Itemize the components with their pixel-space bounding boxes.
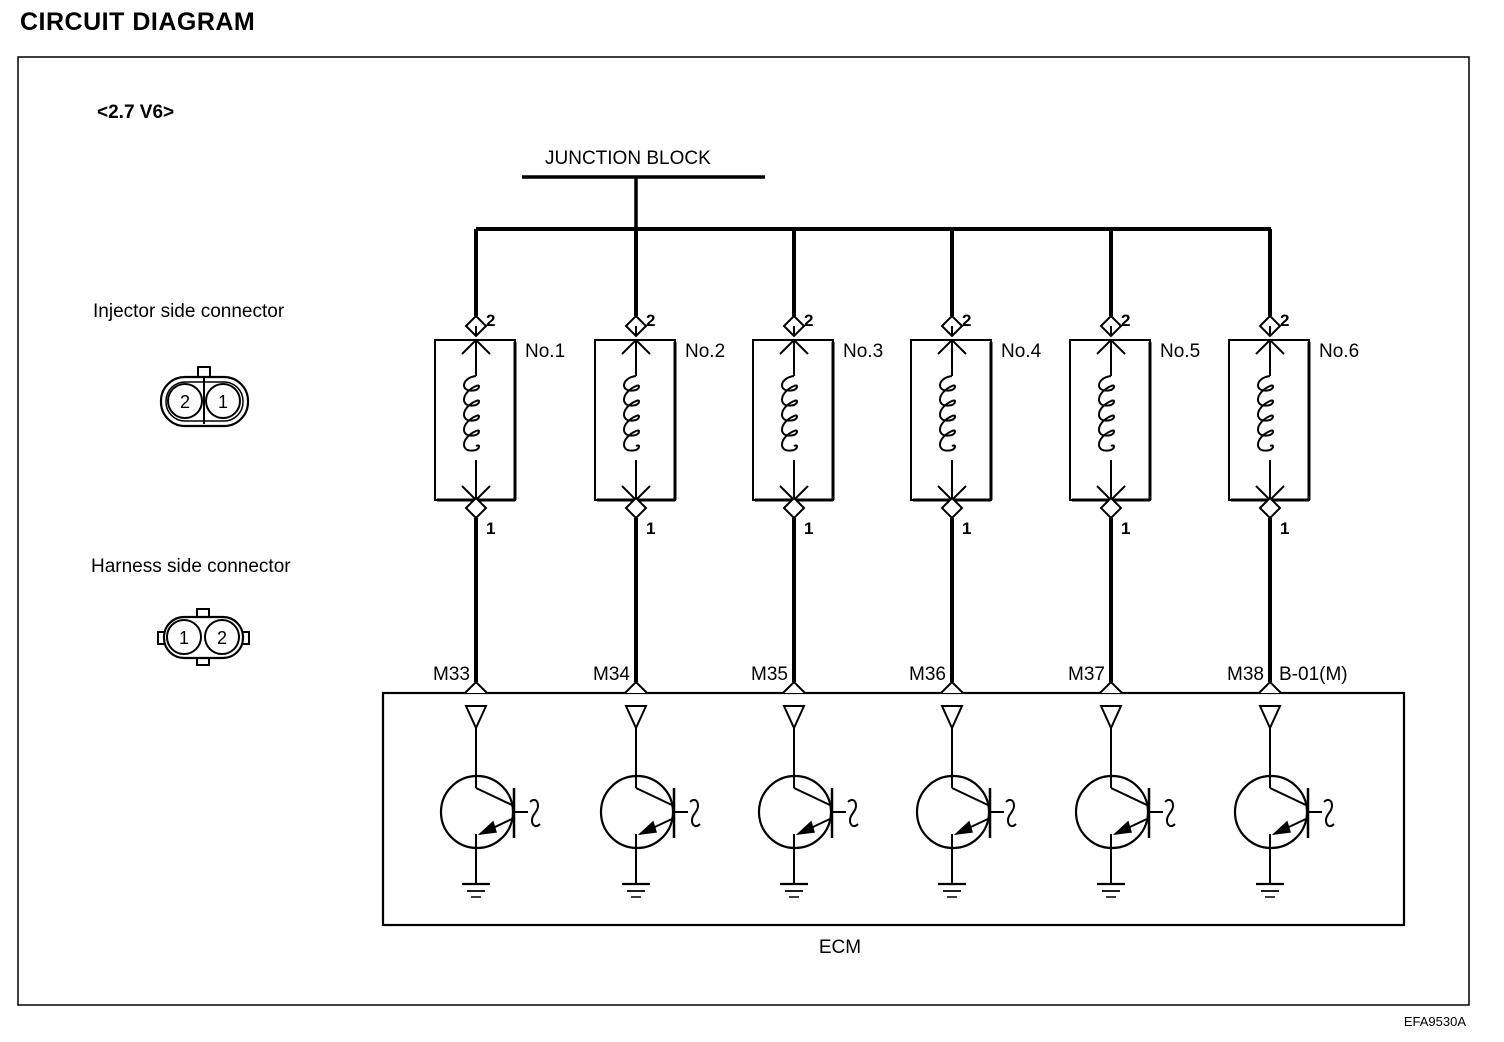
pin-label-bottom: 1: [1280, 519, 1289, 538]
collector-line: [475, 787, 515, 807]
injector-channel-4: [910, 229, 1017, 898]
harness-connector-pin-2: 2: [217, 628, 227, 648]
injector-name-label: No.2: [685, 341, 725, 362]
injector-connector-pin-1: 1: [218, 392, 228, 412]
connector-terminal: [624, 496, 648, 520]
solenoid-coil: [1098, 375, 1115, 452]
pin-label-bottom: 1: [646, 519, 655, 538]
collector-line: [1269, 787, 1309, 807]
ecm-box: [381, 691, 1406, 927]
ecm-terminal: [1258, 680, 1282, 694]
ecm-terminal: [782, 680, 806, 694]
injector-channel-2: [594, 229, 701, 898]
diagram-frame: [17, 56, 1470, 1006]
diode-triangle: [1258, 705, 1282, 731]
pin-label-top: 2: [1280, 311, 1289, 330]
emitter-arrow: [1112, 820, 1132, 836]
diode-triangle: [624, 705, 648, 731]
pin-label-top: 2: [1121, 311, 1130, 330]
pin-label-top: 2: [486, 311, 495, 330]
junction-block-label: JUNCTION BLOCK: [545, 148, 711, 169]
ecm-pin-label: M37: [1068, 664, 1105, 685]
harness-connector-pin-1: 1: [179, 628, 189, 648]
connector-terminal: [464, 496, 488, 520]
ecm-pin-label: M34: [593, 664, 630, 685]
signal-input-symbol: [847, 798, 859, 828]
pin-label-top: 2: [962, 311, 971, 330]
collector-line: [1110, 787, 1150, 807]
solenoid-coil: [1257, 375, 1274, 452]
ecm-pin-label: M35: [751, 664, 788, 685]
pin-label-top: 2: [804, 311, 813, 330]
injector-name-label: No.6: [1319, 341, 1359, 362]
ecm-connector-label: B-01(M): [1279, 664, 1348, 685]
solenoid-coil: [781, 375, 798, 452]
injector-connector-icon: 2 1: [159, 366, 250, 428]
engine-label: <2.7 V6>: [97, 102, 174, 123]
injector-channel-6: [1228, 229, 1335, 898]
injector-connector-pin-2: 2: [180, 392, 190, 412]
harness-connector-icon: 1 2: [157, 608, 250, 666]
ecm-pin-label: M33: [433, 664, 470, 685]
page-title: CIRCUIT DIAGRAM: [20, 8, 256, 36]
injector-name-label: No.1: [525, 341, 565, 362]
diode-triangle: [782, 705, 806, 731]
connector-terminal: [782, 496, 806, 520]
connector-terminal: [1099, 496, 1123, 520]
collector-line: [793, 787, 833, 807]
emitter-arrow: [795, 820, 815, 836]
solenoid-coil: [463, 375, 480, 452]
collector-line: [951, 787, 991, 807]
injector-name-label: No.3: [843, 341, 883, 362]
pin-label-bottom: 1: [1121, 519, 1130, 538]
ecm-terminal: [464, 680, 488, 694]
signal-input-symbol: [689, 798, 701, 828]
pin-label-bottom: 1: [486, 519, 495, 538]
diode-triangle: [1099, 705, 1123, 731]
injector-channel-3: [752, 229, 859, 898]
signal-input-symbol: [1164, 798, 1176, 828]
ecm-terminal: [1099, 680, 1123, 694]
connector-terminal: [940, 496, 964, 520]
emitter-arrow: [953, 820, 973, 836]
injector-connector-label: Injector side connector: [93, 301, 285, 322]
solenoid-coil: [939, 375, 956, 452]
collector-line: [635, 787, 675, 807]
ecm-terminal: [624, 680, 648, 694]
emitter-arrow: [1271, 820, 1291, 836]
emitter-arrow: [637, 820, 657, 836]
harness-connector-label: Harness side connector: [91, 556, 291, 577]
pin-label-bottom: 1: [962, 519, 971, 538]
emitter-arrow: [477, 820, 497, 836]
injector-name-label: No.4: [1001, 341, 1042, 362]
connector-terminal: [1258, 496, 1282, 520]
signal-input-symbol: [1323, 798, 1335, 828]
signal-input-symbol: [529, 798, 541, 828]
ecm-pin-label: M36: [909, 664, 946, 685]
diode-triangle: [464, 705, 488, 731]
pin-label-bottom: 1: [804, 519, 813, 538]
ecm-pin-label: M38: [1227, 664, 1264, 685]
solenoid-coil: [623, 375, 640, 452]
injector-name-label: No.5: [1160, 341, 1200, 362]
figure-reference-code: EFA9530A: [1403, 1014, 1466, 1029]
pin-label-top: 2: [646, 311, 655, 330]
ecm-label: ECM: [819, 937, 861, 958]
ecm-terminal: [940, 680, 964, 694]
signal-input-symbol: [1005, 798, 1017, 828]
diode-triangle: [940, 705, 964, 731]
injector-channel-5: [1069, 229, 1176, 898]
injector-channel-1: [434, 229, 541, 898]
